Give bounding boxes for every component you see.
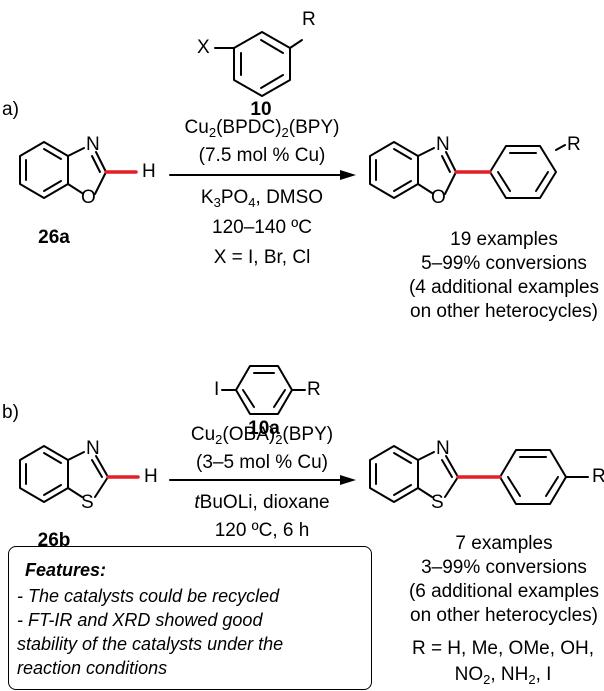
ring-n-atom: N — [86, 134, 100, 155]
results-b-line1: 7 examples — [455, 533, 553, 554]
feature-line-2: - FT-IR and XRD showed good — [17, 610, 263, 630]
benzoxazole-26a-structure — [19, 141, 107, 199]
catalyst-b: Cu2(OBA)2(BPY) — [190, 424, 334, 447]
product-a-o-atom: O — [431, 187, 446, 208]
feature-line-4: reaction conditions — [17, 658, 168, 678]
results-a-line1: 19 examples — [450, 229, 558, 250]
iodo-i-label: I — [214, 379, 220, 400]
results-a-line2: 5–99% conversions — [421, 253, 587, 274]
temperature-a: 120–140 ºC — [212, 217, 312, 238]
thiazole-n-atom: N — [86, 438, 100, 459]
results-a-line3: (4 additional examples — [408, 277, 600, 298]
halide-scope-a: X = I, Br, Cl — [213, 247, 311, 268]
thiazole-s-atom: S — [81, 492, 94, 513]
loading-a: (7.5 mol % Cu) — [198, 145, 326, 166]
aryl-r-label: R — [302, 9, 316, 30]
arrowhead-b — [340, 475, 356, 485]
iodo-r-label: R — [307, 379, 321, 400]
aryl-halide-10-structure — [214, 31, 303, 97]
product-a-r-label: R — [567, 134, 581, 155]
panel-a-label: a) — [2, 99, 19, 120]
results-a-line4: on other heterocycles) — [410, 301, 598, 322]
feature-line-3: stability of the catalysts under the — [17, 634, 284, 654]
compound-26a-label: 26a — [38, 227, 70, 248]
results-b-line3: (6 additional examples — [408, 581, 600, 602]
arrowhead-a — [340, 170, 356, 180]
compound-10a-number: 10a — [248, 418, 280, 439]
reactant-h-atom: H — [142, 161, 156, 182]
feature-line-1: - The catalysts could be recycled — [17, 586, 280, 606]
results-b-line2: 3–99% conversions — [421, 557, 587, 578]
loading-b: (3–5 mol % Cu) — [196, 452, 328, 473]
halide-x-label: X — [197, 37, 210, 58]
ring-o-atom: O — [81, 187, 96, 208]
product-b-s-atom: S — [431, 492, 444, 513]
catalyst-a: Cu2(BPDC)2(BPY) — [184, 117, 340, 140]
base-solvent-b: tBuOLi, dioxane — [194, 492, 330, 513]
temperature-b: 120 ºC, 6 h — [214, 520, 310, 541]
product-a-n-atom: N — [436, 134, 450, 155]
panel-b-label: b) — [2, 402, 19, 423]
results-b-line4: on other heterocycles) — [410, 605, 598, 626]
product-b-structure — [369, 445, 589, 505]
reactant-b-h-atom: H — [144, 466, 158, 487]
product-a-structure — [369, 141, 566, 199]
product-b-n-atom: N — [436, 438, 450, 459]
features-title: Features: — [25, 560, 107, 580]
features-box: Features: - The catalysts could be recyc… — [8, 546, 372, 690]
aryl-iodide-10a-structure — [221, 365, 306, 415]
compound-10-number: 10 — [250, 99, 272, 120]
substituents-line1: R = H, Me, OMe, OH, — [411, 638, 595, 659]
substituents-line2: NO2, NH2, I — [454, 664, 552, 687]
product-b-r-label: R — [592, 466, 604, 487]
compound-26b-label: 26b — [37, 530, 71, 551]
benzothiazole-26b-structure — [19, 445, 109, 503]
base-solvent-a: K3PO4, DMSO — [200, 187, 324, 210]
